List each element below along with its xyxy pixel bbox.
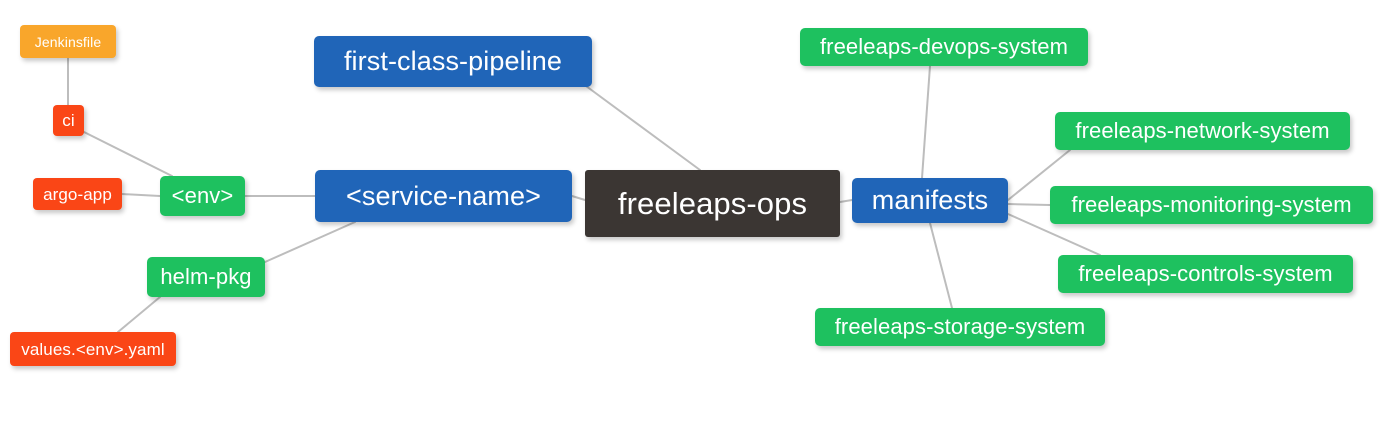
node-argo-app[interactable]: argo-app: [33, 178, 122, 210]
node-label-jenkinsfile: Jenkinsfile: [34, 33, 102, 50]
edge-helm-pkg-to-values: [117, 296, 161, 333]
node-label-freeleaps-storage-system: freeleaps-storage-system: [834, 314, 1086, 339]
node-freeleaps-network-system[interactable]: freeleaps-network-system: [1055, 112, 1350, 150]
node-freeleaps-devops-system[interactable]: freeleaps-devops-system: [800, 28, 1088, 66]
node-service-name[interactable]: <service-name>: [315, 170, 572, 222]
node-label-service-name: <service-name>: [346, 180, 541, 211]
edge-service-name-to-helm-pkg: [264, 221, 356, 263]
edge-ops-to-service-name: [571, 195, 586, 201]
node-manifests[interactable]: manifests: [852, 178, 1008, 223]
edge-manifests-to-storage: [929, 222, 953, 309]
node-values-env-yaml[interactable]: values.<env>.yaml: [10, 332, 176, 366]
node-label-freeleaps-devops-system: freeleaps-devops-system: [819, 34, 1069, 59]
node-label-first-class-pipeline: first-class-pipeline: [343, 46, 563, 76]
node-freeleaps-controls-system[interactable]: freeleaps-controls-system: [1058, 255, 1353, 293]
node-helm-pkg[interactable]: helm-pkg: [147, 257, 265, 297]
node-first-class-pipeline[interactable]: first-class-pipeline: [314, 36, 592, 87]
node-label-env: <env>: [171, 183, 234, 208]
edge-env-to-ci: [83, 131, 173, 177]
edge-ops-to-pipeline: [585, 85, 701, 171]
node-ci[interactable]: ci: [53, 105, 84, 136]
node-freeleaps-storage-system[interactable]: freeleaps-storage-system: [815, 308, 1105, 346]
node-label-freeleaps-controls-system: freeleaps-controls-system: [1078, 261, 1333, 286]
node-label-values-env-yaml: values.<env>.yaml: [21, 339, 165, 359]
node-label-helm-pkg: helm-pkg: [160, 264, 252, 289]
node-label-argo-app: argo-app: [43, 184, 112, 204]
node-label-freeleaps-monitoring-system: freeleaps-monitoring-system: [1071, 192, 1352, 217]
node-freeleaps-ops[interactable]: freeleaps-ops: [585, 170, 840, 237]
node-env[interactable]: <env>: [160, 176, 245, 216]
node-label-ci: ci: [62, 111, 75, 130]
edge-ops-to-manifests: [839, 199, 853, 203]
node-jenkinsfile[interactable]: Jenkinsfile: [20, 25, 116, 58]
node-label-manifests: manifests: [871, 185, 989, 215]
edge-manifests-to-monitoring: [1007, 203, 1051, 206]
node-label-freeleaps-ops: freeleaps-ops: [617, 186, 808, 221]
node-label-freeleaps-network-system: freeleaps-network-system: [1075, 118, 1330, 143]
node-freeleaps-monitoring-system[interactable]: freeleaps-monitoring-system: [1050, 186, 1373, 224]
edge-manifests-to-devops: [921, 65, 931, 179]
edge-env-to-argo-app: [121, 193, 161, 197]
